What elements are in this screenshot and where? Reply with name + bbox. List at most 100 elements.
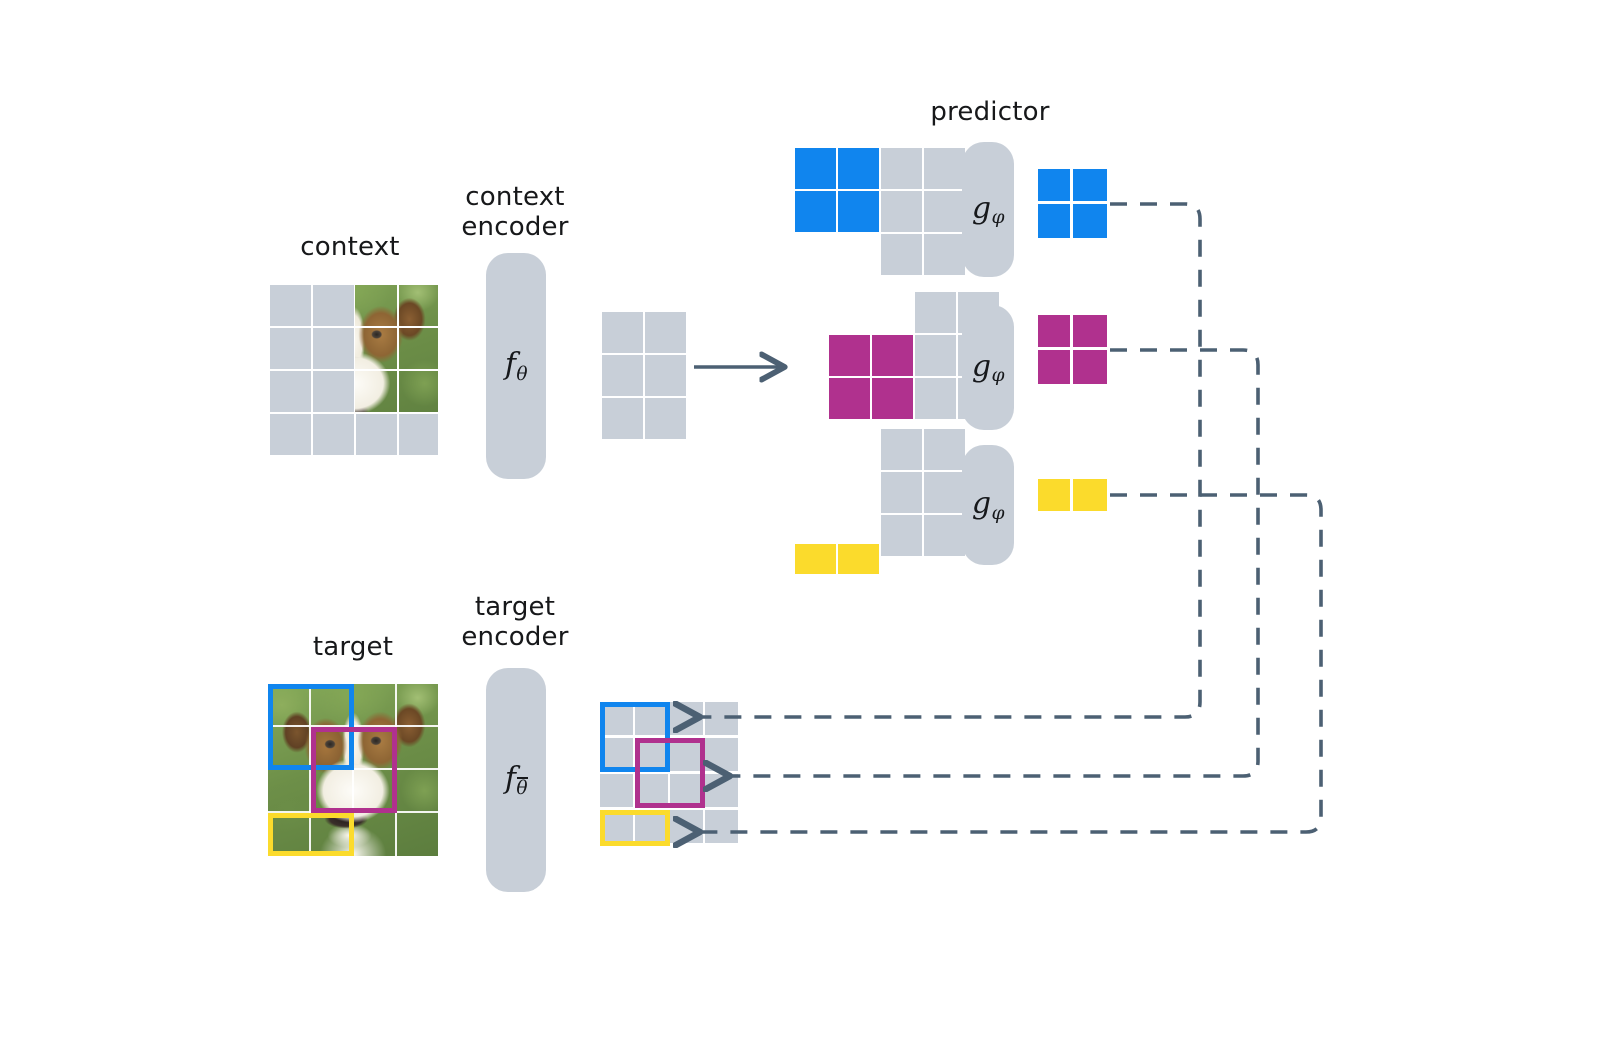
predictor-out-yel-cell <box>1073 479 1107 511</box>
predictor-blue-cell-r1c1 <box>795 148 836 189</box>
predictor-mag-cell-r1c3 <box>915 292 956 333</box>
predictor-yel-cell-r3c4 <box>924 515 965 556</box>
context-photo-region <box>355 285 438 413</box>
target-latent-cell <box>600 738 633 771</box>
predictor-input-grid-blue <box>795 148 965 275</box>
context-latent-cell <box>645 312 686 353</box>
predictor-blue-cell-r1c4 <box>924 148 965 189</box>
label-context: context <box>300 232 400 262</box>
predictor-output-grid-blue <box>1038 169 1107 238</box>
predictor-blue-cell-r2c2 <box>838 191 879 232</box>
context-latent-cell <box>645 355 686 396</box>
predictor-pill-yellow[interactable]: gφ <box>962 445 1014 565</box>
predictor-out-blue-cell <box>1073 204 1107 238</box>
context-cell-r1c2 <box>313 285 354 326</box>
context-latent-cell <box>602 312 643 353</box>
predictor-out-mag-cell <box>1073 315 1107 347</box>
context-patch-grid <box>270 285 438 455</box>
predictor-out-mag-cell <box>1073 350 1107 384</box>
predictor-out-mag-cell <box>1038 315 1070 347</box>
predictor-blue-cell-r1c3 <box>881 148 922 189</box>
predictor-out-blue-cell <box>1073 169 1107 201</box>
label-target-encoder: target encoder <box>461 592 569 653</box>
target-encoder-symbol: fθ <box>504 761 529 799</box>
predictor-yel-cell-r2c4 <box>924 472 965 513</box>
predictor-yel-cell-r2c3 <box>881 472 922 513</box>
predictor-output-grid-yellow <box>1038 479 1107 511</box>
context-latent-grid <box>602 312 686 439</box>
predictor-input-grid-magenta <box>829 292 999 419</box>
predictor-blue-cell-r2c1 <box>795 191 836 232</box>
predictor-blue-cell-r3c3 <box>881 234 922 275</box>
label-context-encoder: context encoder <box>461 182 569 243</box>
predictor-blue-cell-r1c2 <box>838 148 879 189</box>
predictor-mag-cell-r3c2 <box>872 378 913 419</box>
predictor-yel-cell-r4c1 <box>795 544 836 574</box>
predictor-out-blue-cell <box>1038 204 1070 238</box>
context-cell-r4c1 <box>270 414 311 455</box>
target-latent-cell <box>670 702 703 735</box>
target-latent-cell <box>705 738 738 771</box>
target-encoder-pill[interactable]: fθ <box>486 668 546 892</box>
predictor-symbol-yellow: gφ <box>971 486 1005 524</box>
predictor-yel-cell-r4c2 <box>838 544 879 574</box>
predictor-input-grid-yellow <box>795 429 965 574</box>
context-cell-r3c1 <box>270 371 311 412</box>
label-predictor: predictor <box>930 97 1050 127</box>
target-box-yellow <box>268 813 354 856</box>
target-latent-box-magenta <box>635 738 705 808</box>
predictor-mag-cell-r2c3 <box>915 335 956 376</box>
context-cell-r1c1 <box>270 285 311 326</box>
target-latent-cell <box>600 702 633 735</box>
target-latent-cell <box>635 810 668 843</box>
target-box-magenta <box>311 727 397 813</box>
context-gridline-h3 <box>355 412 438 414</box>
predictor-out-yel-cell <box>1038 479 1070 511</box>
target-latent-cell <box>635 738 668 771</box>
context-encoder-pill[interactable]: fθ <box>486 253 546 479</box>
target-latent-cell <box>635 702 668 735</box>
predictor-blue-cell-r3c4 <box>924 234 965 275</box>
target-latent-cell <box>670 810 703 843</box>
predictor-symbol-blue: gφ <box>971 190 1005 229</box>
target-latent-cell <box>705 810 738 843</box>
predictor-blue-cell-r2c3 <box>881 191 922 232</box>
label-target: target <box>312 632 394 662</box>
context-gridline-h1 <box>355 326 438 328</box>
predictor-out-mag-cell <box>1038 350 1070 384</box>
target-latent-cell <box>635 774 668 807</box>
target-gridline-v1 <box>309 684 311 856</box>
target-patch-grid <box>268 684 438 856</box>
context-latent-cell <box>645 398 686 439</box>
context-cell-r3c2 <box>313 371 354 412</box>
predictor-output-grid-magenta <box>1038 315 1107 384</box>
target-latent-cell <box>600 810 633 843</box>
predictor-yel-cell-r1c4 <box>924 429 965 470</box>
context-cell-r2c2 <box>313 328 354 369</box>
target-latent-cell <box>705 702 738 735</box>
predictor-yel-cell-r3c3 <box>881 515 922 556</box>
predictor-pill-blue[interactable]: gφ <box>962 142 1014 277</box>
predictor-yel-cell-r1c3 <box>881 429 922 470</box>
context-gridline-h2 <box>355 369 438 371</box>
predictor-symbol-magenta: gφ <box>971 348 1005 387</box>
predictor-mag-cell-r2c1 <box>829 335 870 376</box>
target-latent-cell <box>600 774 633 807</box>
context-cell-r2c1 <box>270 328 311 369</box>
predictor-blue-cell-r2c4 <box>924 191 965 232</box>
context-latent-cell <box>602 355 643 396</box>
predictor-mag-cell-r2c2 <box>872 335 913 376</box>
target-latent-cell <box>705 774 738 807</box>
target-latent-grid <box>600 702 740 846</box>
target-gridline-v2 <box>352 684 354 856</box>
predictor-pill-magenta[interactable]: gφ <box>962 305 1014 430</box>
context-gridline-v <box>397 285 399 414</box>
context-cell-r4c2 <box>313 414 354 455</box>
target-latent-box-yellow <box>600 810 670 846</box>
context-latent-cell <box>602 398 643 439</box>
context-encoder-symbol: fθ <box>504 347 528 385</box>
predictor-out-blue-cell <box>1038 169 1070 201</box>
predictor-mag-cell-r3c3 <box>915 378 956 419</box>
context-cell-r4c3 <box>356 414 397 455</box>
